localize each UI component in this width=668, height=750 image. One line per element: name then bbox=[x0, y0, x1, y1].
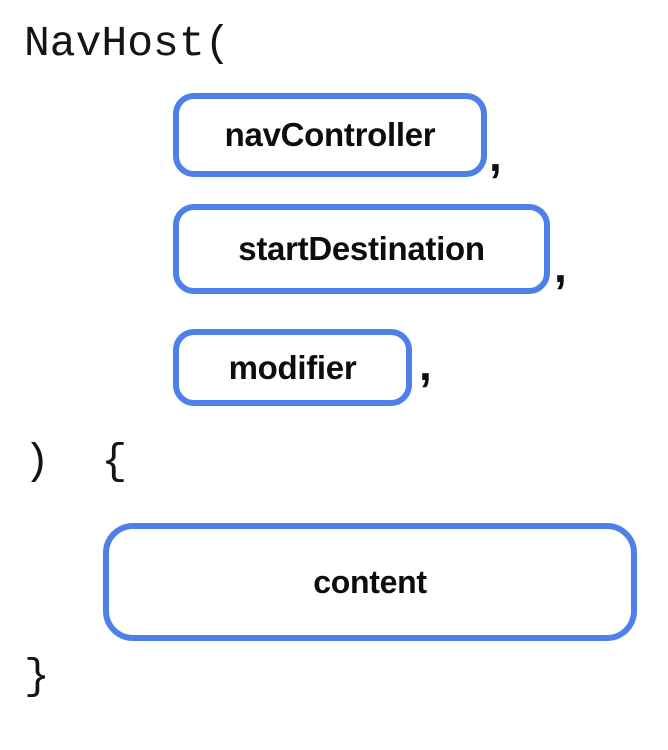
code-line-function-open: NavHost( bbox=[24, 19, 231, 68]
parameter-label-modifier: modifier bbox=[228, 348, 357, 386]
parameter-chip-modifier[interactable]: modifier bbox=[173, 329, 412, 406]
parameter-comma-modifier: , bbox=[419, 338, 432, 390]
parameter-chip-navcontroller[interactable]: navController bbox=[173, 93, 487, 177]
parameter-chip-startdestination[interactable]: startDestination bbox=[173, 204, 550, 294]
code-line-body-close: } bbox=[24, 652, 50, 701]
parameter-comma-startdestination: , bbox=[554, 240, 567, 292]
body-label-content: content bbox=[313, 563, 427, 600]
body-chip-content[interactable]: content bbox=[103, 523, 637, 641]
code-line-body-open: ) { bbox=[24, 437, 128, 486]
parameter-comma-navcontroller: , bbox=[489, 129, 502, 181]
parameter-label-navcontroller: navController bbox=[224, 116, 436, 153]
parameter-label-startdestination: startDestination bbox=[238, 230, 485, 267]
